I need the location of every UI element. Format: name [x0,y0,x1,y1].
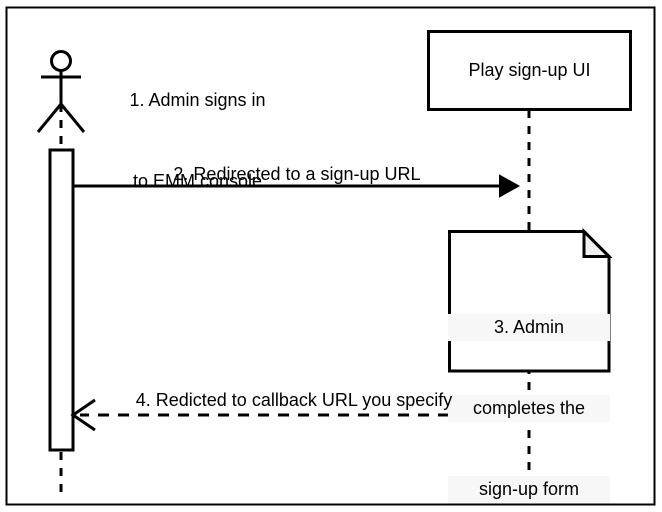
activation-bar-admin [48,148,75,452]
note-step-3-line-1: 3. Admin [448,314,610,341]
annotation-step-1-line-2: to EMM console [132,171,263,191]
annotation-step-1: 1. Admin signs in to EMM console [100,33,295,249]
actor-admin[interactable] [36,50,86,133]
message-2-arrowhead-filled-icon [499,174,521,198]
note-step-3-text: 3. Admin completes the sign-up form [448,260,610,512]
actor-right-leg-line [59,103,86,133]
note-fold-corner-icon [582,227,613,258]
message-4-redicted-to-callback-url[interactable] [70,398,529,432]
annotation-step-1-line-1: 1. Admin signs in [129,90,266,110]
actor-head-icon [50,50,72,72]
participant-box-play-signup-ui[interactable] [427,30,632,111]
note-step-3-line-3: sign-up form [448,476,610,503]
actor-left-leg-line [36,103,63,133]
message-2-redirected-to-signup-url[interactable] [73,174,521,198]
message-2-label: 2. Redirected to a sign-up URL [173,164,421,184]
participant-label-play-signup-ui: Play sign-up UI [468,60,591,80]
note-step-3-line-2: completes the [448,395,610,422]
message-4-arrowhead-open-icon [70,398,96,432]
message-4-label: 4. Redicted to callback URL you specify [135,390,453,410]
